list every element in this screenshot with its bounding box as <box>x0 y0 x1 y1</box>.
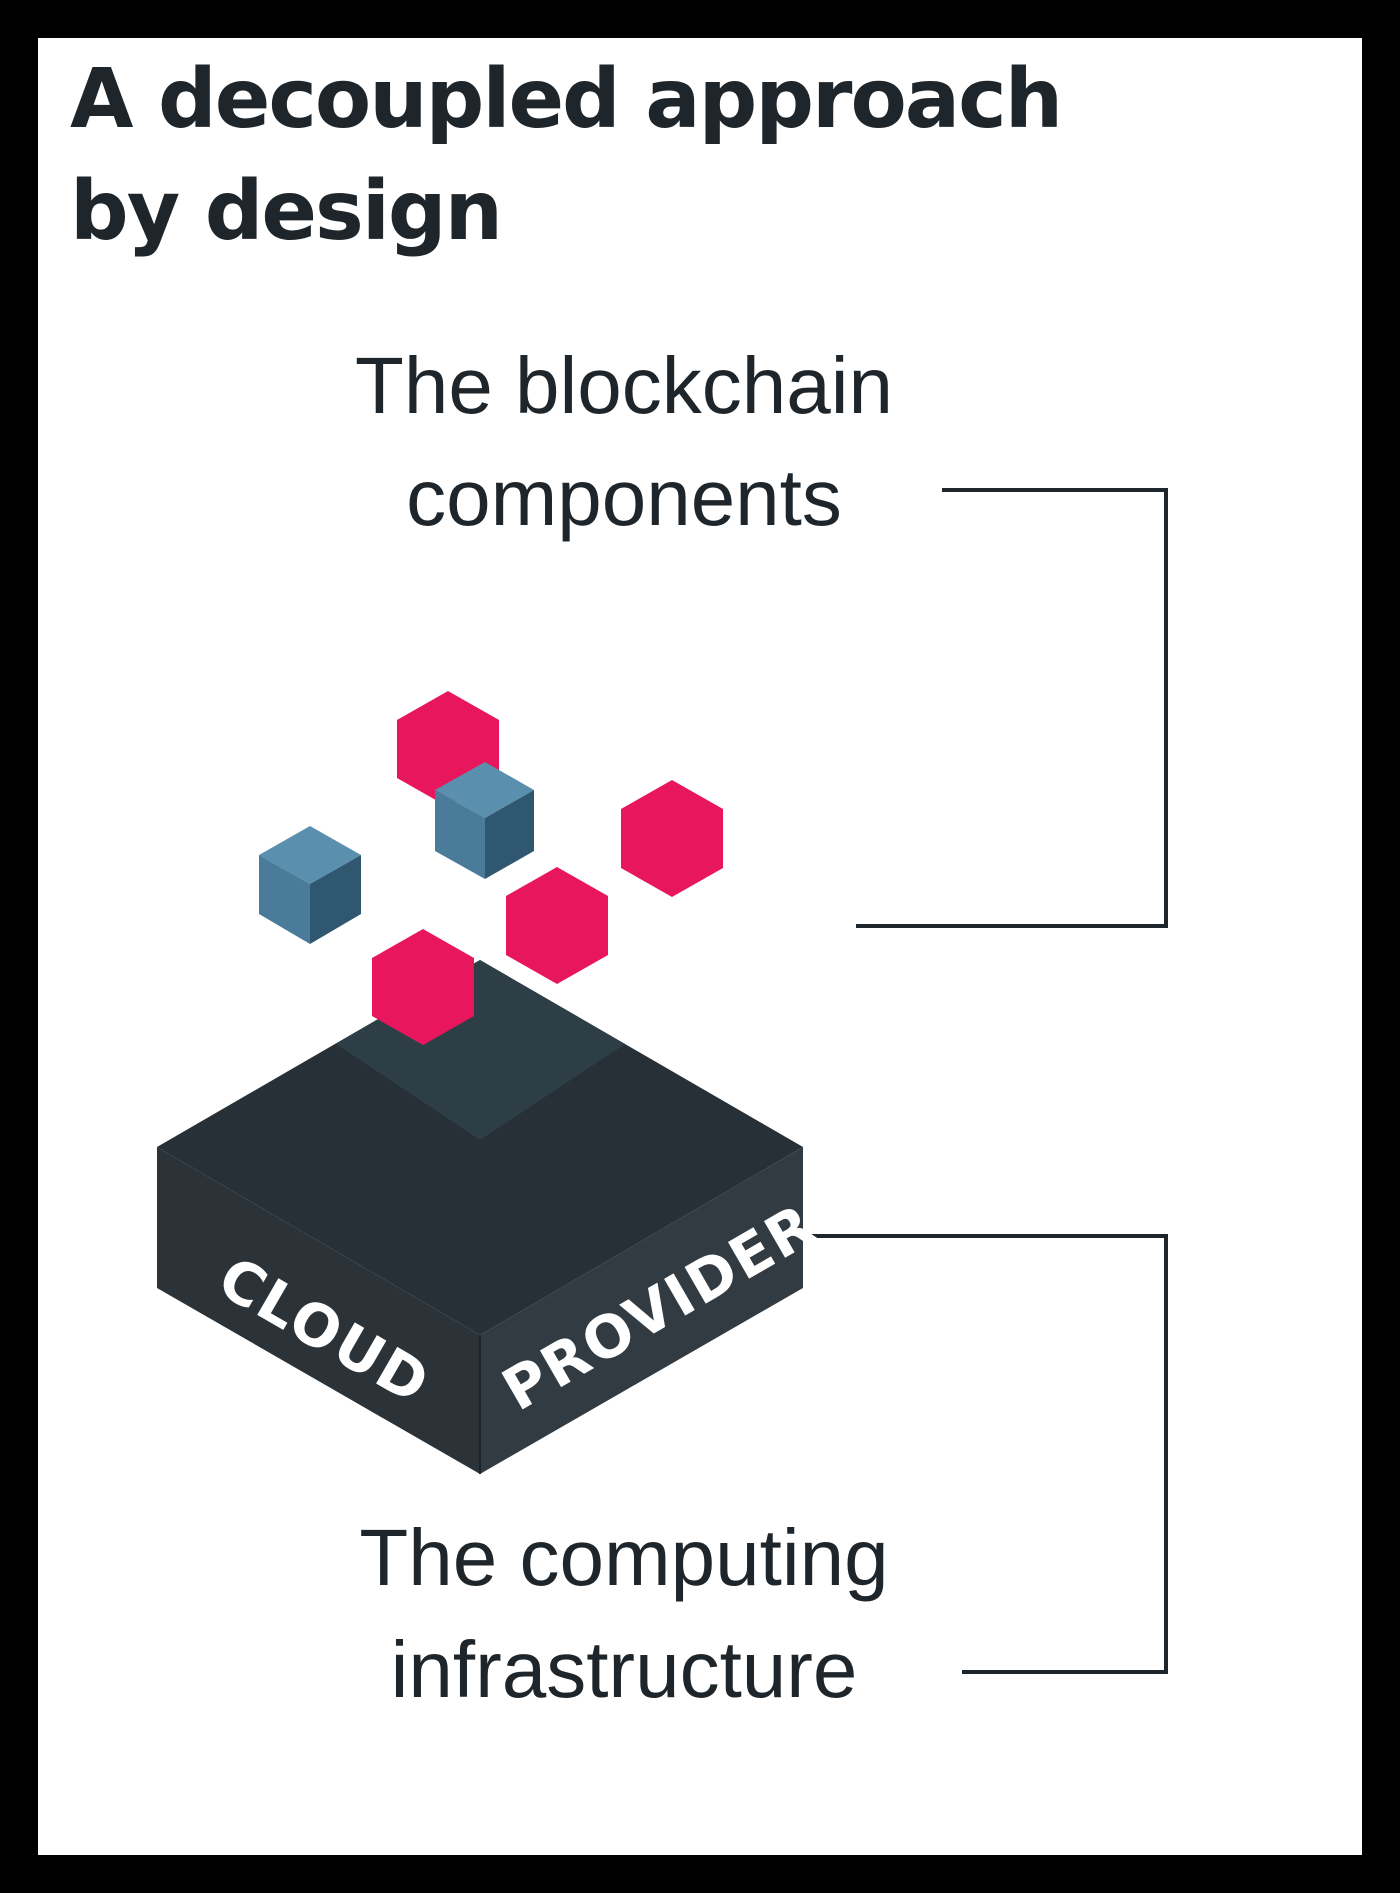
page-title: A decoupled approach by design <box>70 44 1070 268</box>
pink-hexagon-4 <box>372 929 474 1045</box>
diagram-card <box>38 38 1362 1855</box>
blockchain-bracket-line <box>856 488 1168 928</box>
blockchain-label-line-2: components <box>406 453 842 542</box>
title-line-2: by design <box>70 164 503 259</box>
blockchain-label-line-1: The blockchain <box>354 341 894 430</box>
blockchain-components-label: The blockchain components <box>244 330 1004 554</box>
title-line-1: A decoupled approach <box>70 52 1063 147</box>
infrastructure-bracket-line <box>803 1234 1168 1674</box>
box-right-face <box>480 1147 803 1474</box>
cloud-provider-box: CLOUD PROVIDER <box>157 960 828 1474</box>
box-top-face <box>157 960 803 1335</box>
computing-infrastructure-label: The computing infrastructure <box>244 1502 1004 1726</box>
pink-hexagon-3 <box>506 867 608 984</box>
infrastructure-label-line-1: The computing <box>359 1513 889 1602</box>
blue-cube-2 <box>259 826 361 944</box>
infrastructure-label-line-2: infrastructure <box>390 1625 858 1714</box>
blue-cube-1 <box>435 762 534 879</box>
pink-hexagon-2 <box>621 780 723 897</box>
box-left-face <box>157 1147 480 1474</box>
